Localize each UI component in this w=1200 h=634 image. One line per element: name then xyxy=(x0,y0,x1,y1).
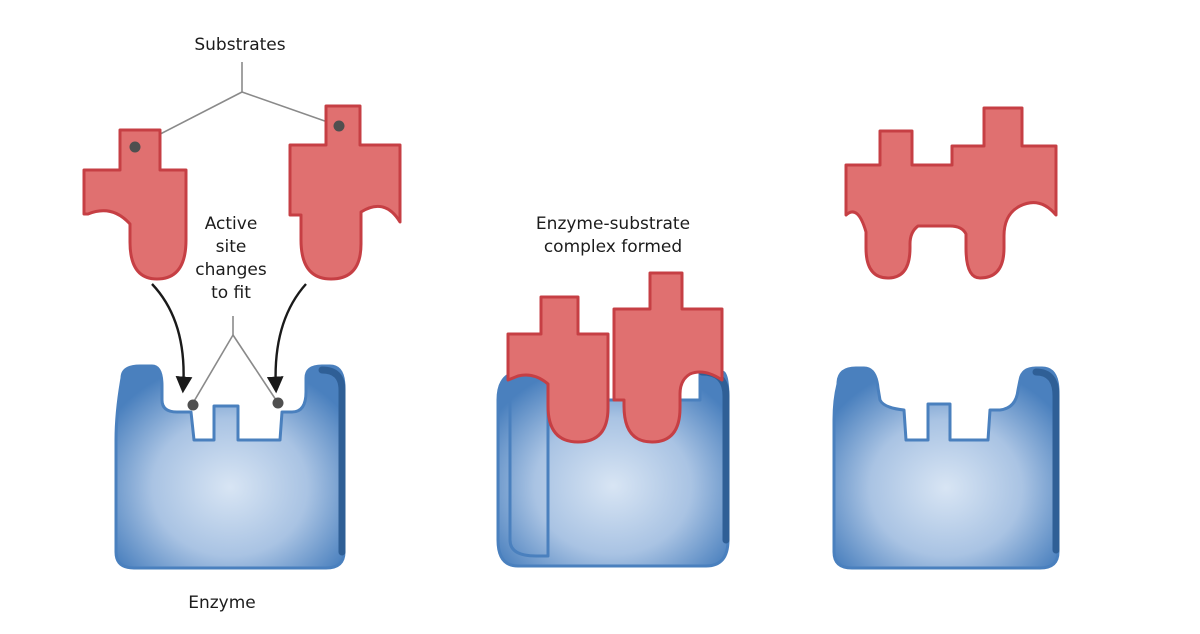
substrates-label: Substrates xyxy=(194,35,286,55)
product-molecule xyxy=(844,106,1058,280)
active-site-label-line: changes xyxy=(195,260,267,280)
active-site-left-dot xyxy=(187,399,199,411)
substrate-left-marker-dot xyxy=(129,141,141,153)
complex-label: Enzyme-substrate complex formed xyxy=(498,213,728,259)
complex-label-line: Enzyme-substrate xyxy=(535,214,691,234)
active-site-label: Active site changes to fit xyxy=(176,213,286,305)
enzyme-label: Enzyme xyxy=(188,593,256,613)
substrate-right-marker-dot xyxy=(333,120,345,132)
panel-substrates-approach xyxy=(82,62,402,570)
substrate-right xyxy=(288,104,402,281)
active-site-leader-lines xyxy=(192,316,279,404)
enzyme-1 xyxy=(114,364,346,570)
arrow-left-substrate-to-site xyxy=(151,283,193,394)
active-site-label-line: to fit xyxy=(211,283,251,303)
complex-substrate-left xyxy=(506,295,610,444)
arrow-right-substrate-to-site xyxy=(266,283,307,394)
substrate-left xyxy=(82,128,188,281)
active-site-label-line: Active xyxy=(204,214,258,234)
panel-product-released xyxy=(832,106,1060,570)
enzyme-3 xyxy=(832,366,1060,570)
complex-label-line: complex formed xyxy=(543,237,683,257)
substrates-leader-lines xyxy=(134,62,340,148)
panel-enzyme-substrate-complex xyxy=(496,271,730,568)
active-site-label-line: site xyxy=(215,237,247,257)
complex-substrate-right xyxy=(612,271,724,444)
active-site-right-dot xyxy=(272,397,284,409)
